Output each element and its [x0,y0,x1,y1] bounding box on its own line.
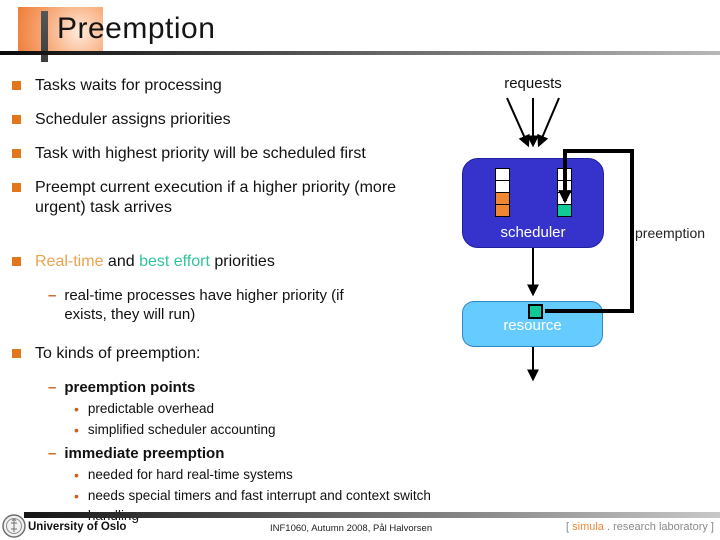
page-title: Preemption [57,12,216,45]
sub-sub-list-item-text: needs special timers and fast interrupt … [87,488,431,523]
realtime-text: Real-time [35,253,104,270]
dash-bullet-icon: – [48,287,57,304]
scheduler-queue-right [557,168,572,217]
sub-sub-list-item: • simplified scheduler accounting [12,420,472,440]
list-item-text: Real-time and best effort priorities [35,252,275,272]
list-item: Task with highest priority will be sched… [12,144,472,164]
scheduler-diagram: requests scheduler resource preempt [440,60,720,400]
list-item-text: Tasks waits for processing [35,77,222,94]
sub-list-item: – preemption points [12,378,472,397]
dot-bullet-icon: • [74,488,79,504]
running-task-square [528,304,543,319]
title-accent-square [18,7,103,53]
sub-list-item: – immediate preemption [12,444,472,463]
square-bullet-icon [12,149,21,158]
list-item-text: Task with highest priority will be sched… [35,145,366,162]
footer-divider-bar [24,512,720,518]
square-bullet-icon [12,257,21,266]
simula-logo-text: [ simula . research laboratory ] [566,521,714,533]
square-bullet-icon [12,183,21,192]
square-bullet-icon [12,115,21,124]
university-seal-icon [2,514,26,538]
sub-list-item-text: preemption points [64,379,196,396]
title-underline [0,51,720,55]
simula-rest: . research laboratory ] [603,521,714,533]
sub-sub-list-item-text: simplified scheduler accounting [87,422,276,437]
plain-text: and [103,253,140,270]
square-bullet-icon [12,349,21,358]
request-arrow [537,97,560,148]
list-item: Tasks waits for processing [12,76,472,96]
simula-name: simula [572,521,604,533]
list-item: Real-time and best effort priorities [12,252,472,272]
queue-cell [495,204,510,217]
university-name: University of Oslo [28,521,127,533]
list-item: Preempt current execution if a higher pr… [12,178,472,218]
sub-list-item-text: immediate preemption [64,445,225,462]
sub-sub-list-item-text: needed for hard real-time systems [87,467,293,482]
resource-label: resource [503,317,562,334]
sub-sub-list-item: • needed for hard real-time systems [12,465,472,485]
sub-sub-list-item: • needs special timers and fast interrup… [12,486,472,526]
dash-bullet-icon: – [48,379,57,396]
square-bullet-icon [12,81,21,90]
dot-bullet-icon: • [74,467,79,483]
dot-bullet-icon: • [74,422,79,438]
list-item-text: Scheduler assigns priorities [35,111,231,128]
simula-bracket-open: [ [566,521,573,533]
scheduler-label: scheduler [500,224,566,241]
request-arrow [506,97,530,148]
requests-label: requests [504,75,562,92]
list-item-text: Preempt current execution if a higher pr… [35,179,397,216]
dot-bullet-icon: • [74,401,79,417]
course-info: INF1060, Autumn 2008, Pål Halvorsen [270,523,433,534]
sub-sub-list-item: • predictable overhead [12,399,472,419]
list-item: Scheduler assigns priorities [12,110,472,130]
scheduler-queue-left [495,168,510,217]
besteffort-text: best effort [139,253,210,270]
bullet-list: Tasks waits for processing Scheduler ass… [12,76,472,527]
queue-cell [557,204,572,217]
title-accent-bar [41,11,48,62]
sub-sub-list-item-text: predictable overhead [87,401,214,416]
list-item: To kinds of preemption: [12,344,472,364]
dash-bullet-icon: – [48,445,57,462]
plain-text: priorities [209,253,275,270]
sub-list-item-text: real-time processes have higher priority… [64,287,344,323]
sub-list-item: – real-time processes have higher priori… [12,286,472,324]
list-item-text: To kinds of preemption: [35,345,201,362]
preemption-label: preemption [635,225,706,241]
